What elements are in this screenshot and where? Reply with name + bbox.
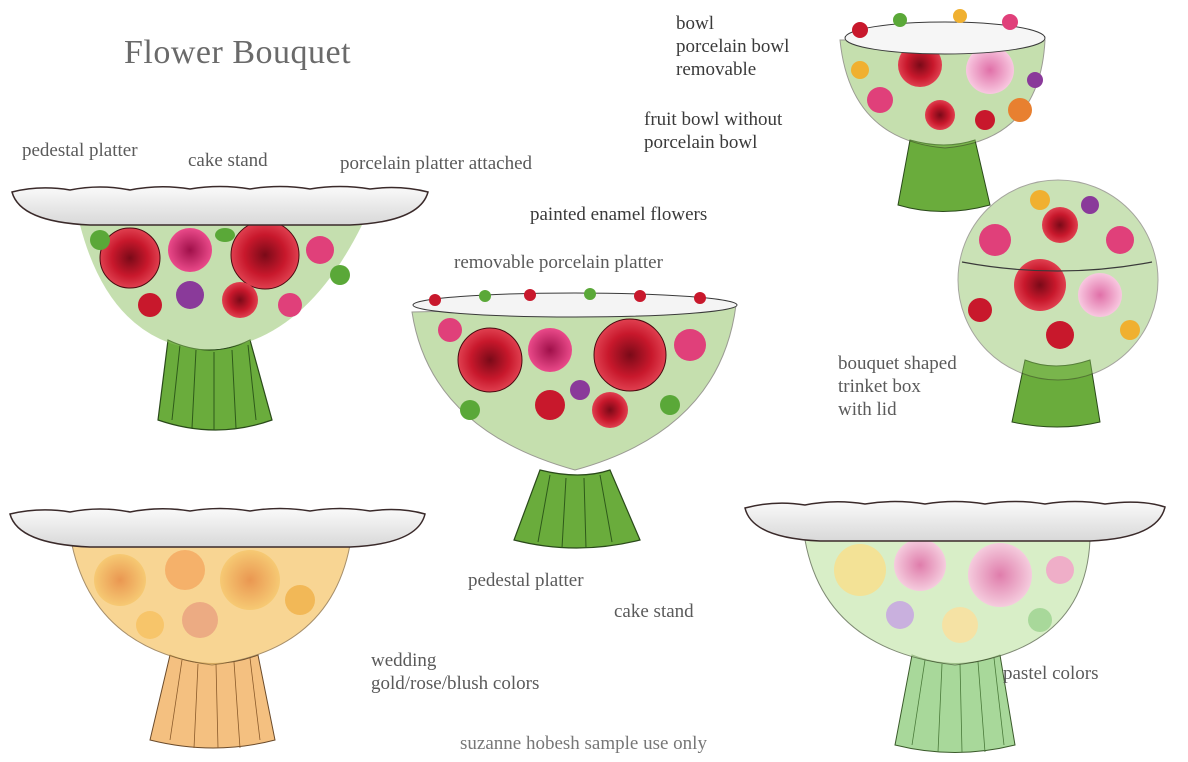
- watermark: suzanne hobesh sample use only: [460, 733, 707, 754]
- wedding-platter-illustration: [9, 507, 426, 749]
- label-bowl: bowl porcelain bowl removable: [676, 12, 789, 81]
- label-pedestal-platter-top: pedestal platter: [22, 140, 138, 161]
- pedestal-platter-illustration: [11, 185, 429, 431]
- label-wedding-line-1: wedding: [371, 650, 437, 671]
- label-fruit-bowl: fruit bowl without porcelain bowl: [644, 108, 782, 154]
- label-trinket-box-line-1: bouquet shaped: [838, 353, 957, 374]
- label-wedding-line-2: gold/rose/blush colors: [371, 673, 540, 694]
- label-wedding: wedding gold/rose/blush colors: [371, 649, 539, 695]
- label-trinket-box-line-2: trinket box: [838, 376, 921, 397]
- label-pedestal-platter-bottom: pedestal platter: [468, 570, 584, 591]
- pastel-platter-illustration: [744, 500, 1166, 753]
- label-removable-porcelain-platter: removable porcelain platter: [454, 252, 663, 273]
- label-painted-enamel-flowers: painted enamel flowers: [530, 204, 708, 225]
- label-bowl-line-2: porcelain bowl: [676, 36, 790, 57]
- label-cake-stand-bottom: cake stand: [614, 601, 694, 622]
- page-title: Flower Bouquet: [124, 34, 352, 71]
- label-trinket-box-line-3: with lid: [838, 399, 897, 420]
- label-porcelain-platter-attached: porcelain platter attached: [340, 153, 533, 174]
- label-trinket-box: bouquet shaped trinket box with lid: [838, 352, 957, 421]
- trinket-box-illustration: [957, 179, 1159, 428]
- label-bowl-line-3: removable: [676, 59, 757, 80]
- label-pastel-colors: pastel colors: [1003, 663, 1099, 684]
- label-fruit-bowl-line-2: porcelain bowl: [644, 132, 758, 153]
- label-cake-stand-top: cake stand: [188, 150, 268, 171]
- label-fruit-bowl-line-1: fruit bowl without: [644, 109, 783, 130]
- porcelain-bowl-platter-illustration: [411, 288, 738, 549]
- label-bowl-line-1: bowl: [676, 13, 714, 34]
- fruit-bowl-illustration: [839, 9, 1046, 212]
